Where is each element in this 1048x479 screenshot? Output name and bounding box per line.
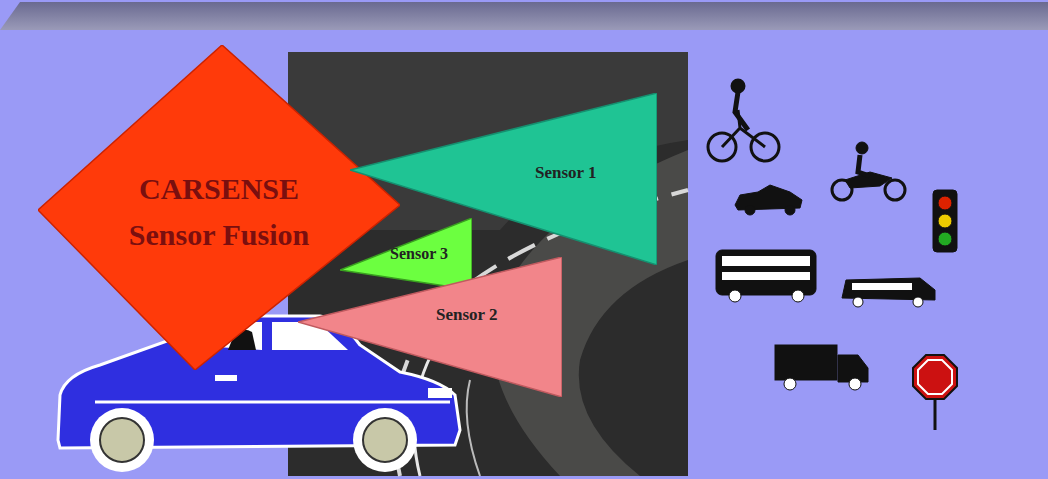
top-bevel: [0, 2, 1048, 30]
road-user-icons: [708, 80, 957, 430]
sensor-cone: Sensor 2: [298, 257, 562, 397]
traffic-light-icon: [933, 190, 957, 252]
sensor-cone-outline: [298, 257, 562, 397]
bicycle-icon: [708, 80, 779, 161]
panel: [0, 30, 1048, 479]
bus-icon: [716, 250, 816, 302]
sensor-cone-outline: [350, 93, 657, 265]
stop-sign-icon: [913, 355, 957, 430]
truck-icon: [775, 345, 868, 390]
sensor-cone: Sensor 1: [350, 93, 657, 265]
sensor-label: Sensor 3: [390, 245, 448, 263]
motorbike-icon: [832, 142, 905, 200]
van-icon: [842, 278, 935, 307]
sensor-label: Sensor 2: [436, 306, 498, 325]
car-icon: [735, 185, 802, 215]
sensor-label: Sensor 1: [535, 164, 597, 183]
sensor-cone: Sensor 3: [340, 218, 472, 290]
fusion-title: CARSENSE Sensor Fusion: [99, 166, 339, 258]
